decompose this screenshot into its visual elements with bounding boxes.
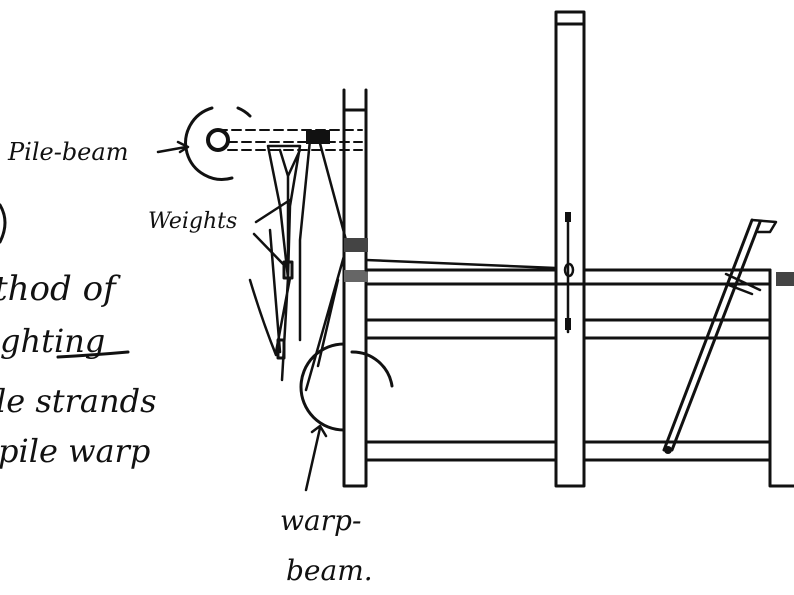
warp-beam-label-1: warp- <box>280 504 361 537</box>
weights-label: Weights <box>148 209 237 234</box>
lever-top <box>750 218 778 234</box>
lever-arm <box>662 218 762 452</box>
warp-beam-circle <box>299 342 394 432</box>
weight-block-1 <box>282 260 294 280</box>
right-post <box>768 268 794 488</box>
weights-arrow-1 <box>254 198 292 224</box>
warp-beam-arrow <box>304 424 328 492</box>
method-line-3: le strands <box>0 382 157 420</box>
method-line-2: ghting <box>0 322 105 360</box>
heddle-bottom <box>565 318 571 330</box>
pile-beam-arrow <box>156 140 190 154</box>
lower-rail <box>364 440 772 462</box>
weight-block-2 <box>276 338 286 360</box>
weights-curve <box>248 278 278 357</box>
warp-beam-threads <box>304 254 346 392</box>
pile-thread-top <box>306 130 330 144</box>
pile-thread <box>298 134 348 342</box>
hatch-block-upper <box>344 238 368 252</box>
weights-arrow-2 <box>252 232 287 268</box>
pile-beam-label: Pile-beam <box>7 138 128 166</box>
heddle-top <box>565 212 571 222</box>
hatch-block-right <box>776 272 794 286</box>
middle-rail <box>364 318 772 340</box>
method-underline <box>56 350 130 359</box>
centre-post <box>554 10 586 488</box>
lever-pivot <box>664 446 672 454</box>
warp-line <box>364 258 558 270</box>
pile-warp-dashes <box>217 129 363 151</box>
front-post <box>342 88 368 488</box>
method-line-4: pile warp <box>0 432 150 470</box>
warp-beam-label-2: beam. <box>286 554 373 587</box>
heddle-eye <box>563 262 575 278</box>
pile-beam-axle <box>206 128 230 152</box>
method-line-1: thod of <box>0 269 121 309</box>
lever-crossbar <box>724 272 762 296</box>
pile-beam-circle <box>184 106 252 181</box>
hatch-block-lower <box>344 270 368 282</box>
left-edge-bracket <box>0 203 7 244</box>
weight-cords <box>266 144 302 382</box>
